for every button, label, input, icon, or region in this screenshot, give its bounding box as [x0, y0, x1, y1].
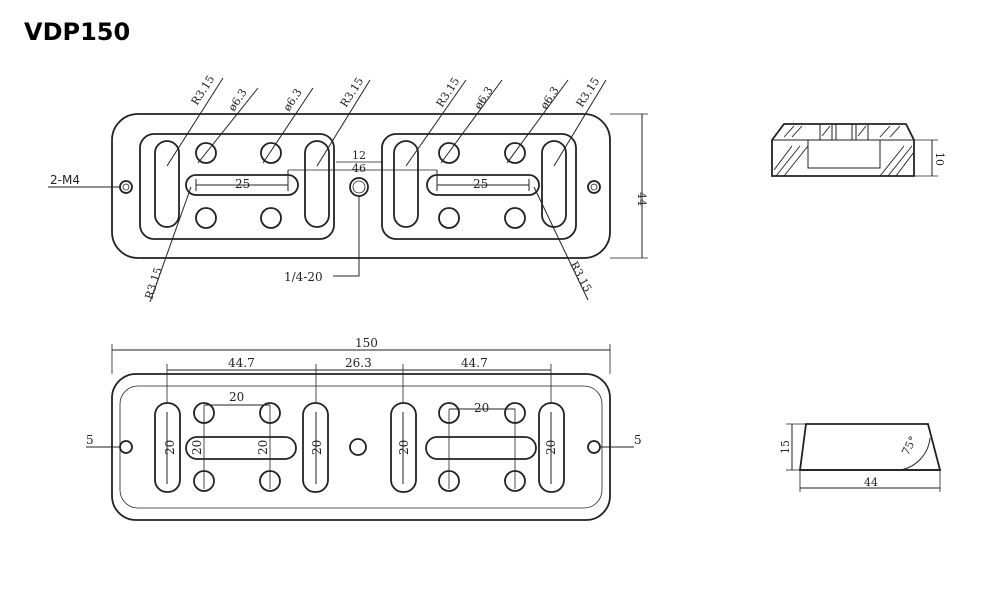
hole [504, 142, 526, 164]
label-slot-length: 20 [544, 440, 558, 455]
label-slot-length: 20 [190, 440, 204, 455]
label-segment: 26.3 [345, 356, 372, 370]
slot-vertical [154, 140, 180, 228]
label-slot-radius: R3.15 [434, 75, 463, 110]
end-profile [798, 423, 942, 471]
hole [195, 207, 217, 229]
center-hole [349, 438, 367, 456]
slot-vertical [393, 140, 419, 228]
label-slot-length: 20 [163, 440, 177, 455]
label-edge-right: 5 [634, 433, 642, 447]
label-thickness: 10 [933, 152, 946, 166]
hatch-right [879, 125, 915, 177]
label-hole-spacing: 20 [474, 401, 489, 415]
label-slot-length: 25 [473, 177, 488, 191]
pocket-left [139, 133, 335, 240]
label-slot-radius: R3.15 [142, 266, 164, 301]
hole [260, 142, 282, 164]
m4-hole-right [587, 180, 601, 194]
label-dim-12: 12 [352, 149, 366, 162]
hole [260, 207, 282, 229]
label-dim-46: 46 [352, 162, 366, 175]
label-slot-length: 20 [397, 440, 411, 455]
plate-outline-top [111, 113, 611, 259]
label-segment: 44.7 [461, 356, 488, 370]
m4-hole-right [587, 440, 601, 454]
label-slot-radius: R3.15 [567, 259, 594, 294]
hole [438, 142, 460, 164]
label-slot-length: 20 [310, 440, 324, 455]
m4-hole-left [119, 180, 133, 194]
label-slot-radius: R3.15 [189, 73, 218, 108]
label-thread-m4: 2-M4 [50, 173, 80, 187]
label-end-width: 44 [864, 476, 878, 489]
label-hole-diameter: ø6.3 [472, 84, 496, 111]
slot-vertical [304, 140, 330, 228]
label-height-44: 44 [635, 192, 648, 206]
label-edge-left: 5 [86, 433, 94, 447]
label-hole-diameter: ø6.3 [538, 84, 562, 111]
label-thread-quarter: 1/4-20 [284, 270, 323, 284]
drawing-title: VDP150 [24, 18, 131, 46]
slot-horizontal [185, 436, 297, 460]
side-section-view: 10 [771, 123, 946, 177]
top-view: R3.15 ø6.3 ø6.3 R3.15 R3.15 ø6.3 ø6.3 R3… [48, 73, 648, 303]
label-end-height: 15 [779, 440, 792, 454]
hole [438, 207, 460, 229]
label-overall-length: 150 [355, 336, 378, 350]
slot-vertical [541, 140, 567, 228]
label-slot-length: 25 [235, 177, 250, 191]
end-view: 15 44 75° [779, 423, 942, 492]
label-segment: 44.7 [228, 356, 255, 370]
label-slot-length: 20 [256, 440, 270, 455]
label-hole-diameter: ø6.3 [281, 86, 305, 113]
pocket-right [381, 133, 577, 240]
bottom-view: 150 44.7 26.3 44.7 [86, 336, 642, 521]
m4-hole-left [119, 440, 133, 454]
slot-horizontal [425, 436, 537, 460]
hatch-left [773, 125, 809, 177]
label-angle: 75° [899, 434, 920, 457]
hole [504, 207, 526, 229]
label-hole-spacing: 20 [229, 390, 244, 404]
label-hole-diameter: ø6.3 [226, 86, 250, 113]
